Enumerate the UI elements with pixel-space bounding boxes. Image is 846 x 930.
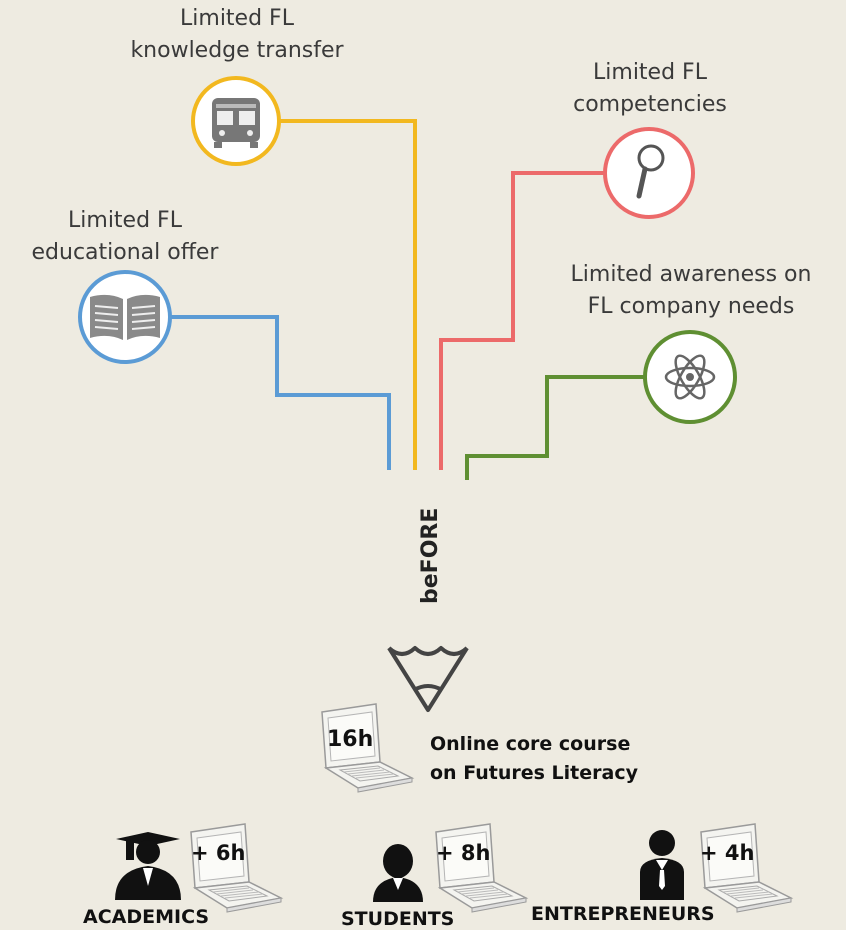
atom-icon: [643, 330, 737, 424]
knowledge-transfer-label: Limited FL knowledge transfer: [112, 3, 362, 67]
open-book-icon: [78, 270, 172, 364]
pencil-label: beFORE: [418, 508, 443, 604]
core-course-hours: 16h: [327, 727, 374, 752]
knowledge-transfer-line: [280, 119, 417, 470]
students-label: STUDENTS: [341, 908, 455, 930]
bus-icon: [191, 76, 281, 166]
graduate-icon: [115, 832, 181, 900]
company-needs-line2: FL company needs: [587, 294, 795, 319]
pencil-tip: [387, 646, 469, 712]
businessman-icon: [640, 830, 684, 900]
company-needs-label: Limited awareness on FL company needs: [551, 259, 831, 323]
core-course-title: Online core course on Futures Literacy: [430, 730, 638, 788]
educational-offer-line2: educational offer: [31, 240, 219, 265]
educational-offer-line: [170, 315, 391, 470]
magnifier-icon: [603, 127, 695, 219]
competencies-line: [439, 171, 605, 470]
knowledge-transfer-line2: knowledge transfer: [130, 38, 344, 63]
company-needs-line1: Limited awareness on: [570, 262, 812, 287]
students-laptop: [435, 823, 527, 913]
entrepreneurs-hours: + 4h: [700, 841, 755, 865]
person-icon: [373, 844, 423, 902]
academics-label: ACADEMICS: [83, 906, 210, 928]
competencies-line1: Limited FL: [593, 60, 707, 85]
academics-laptop: [190, 823, 282, 913]
core-course-line2: on Futures Literacy: [430, 762, 638, 784]
competencies-line2: competencies: [573, 92, 727, 117]
educational-offer-line1: Limited FL: [68, 208, 182, 233]
knowledge-transfer-line1: Limited FL: [180, 6, 294, 31]
entrepreneurs-laptop: [700, 823, 792, 913]
competencies-label: Limited FL competencies: [550, 57, 750, 121]
educational-offer-label: Limited FL educational offer: [14, 205, 236, 269]
academics-hours: + 6h: [191, 841, 246, 865]
company-needs-line: [465, 375, 645, 480]
core-course-line1: Online core course: [430, 733, 631, 755]
entrepreneurs-label: ENTREPRENEURS: [531, 903, 715, 925]
students-hours: + 8h: [436, 841, 491, 865]
